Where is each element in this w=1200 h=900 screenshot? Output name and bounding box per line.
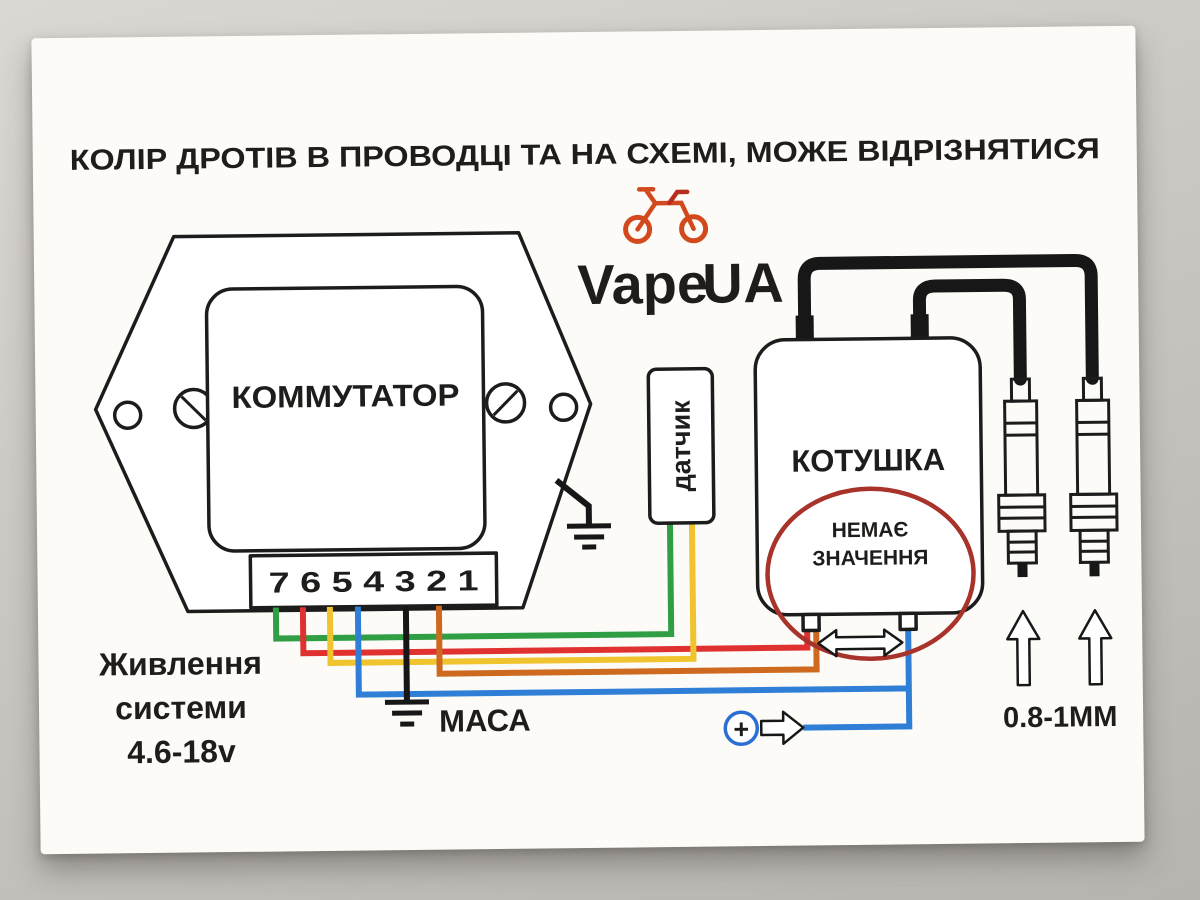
plus-arrow (759, 710, 805, 746)
sensor-label: датчик (666, 400, 697, 492)
wire-black-commutator (554, 478, 592, 525)
commutator-connector (248, 551, 499, 610)
coil-terminal-bottom-left (801, 612, 821, 633)
plus-symbol: + (733, 714, 749, 744)
wire-green (272, 523, 675, 642)
commutator-screw-right (484, 382, 527, 424)
ground-symbol-commutator (566, 523, 612, 550)
power-label-line1: Живлення (98, 645, 262, 683)
diagram-svg: КОЛІР ДРОТІВ В ПРОВОДЦІ ТА НА СХЕМІ, МОЖ… (70, 133, 1119, 770)
power-label-line2: системи (115, 689, 247, 726)
logo-motorcycle-icon (623, 186, 709, 244)
gap-arrow-left (1006, 609, 1041, 687)
commutator-pin-numbers: 7 6 5 4 3 2 1 (268, 565, 478, 599)
plus-terminal (723, 710, 760, 747)
commutator-screw-left (172, 387, 215, 430)
power-label-line3: 4.6-18v (127, 733, 236, 770)
gap-arrow-right (1078, 609, 1113, 686)
logo-a-text: A (743, 251, 784, 314)
note-line2: ЗНАЧЕННЯ (812, 546, 928, 570)
polarity-arrow (817, 628, 904, 658)
sensor-box (646, 366, 716, 525)
wire-blue (354, 606, 913, 731)
commutator-mount-hole-left (112, 400, 143, 430)
ground-label: МАСА (439, 703, 531, 739)
coil-terminal-bottom-right (898, 611, 918, 632)
coil-body (753, 336, 985, 617)
diagram-card: КОЛІР ДРОТІВ В ПРОВОДЦІ ТА НА СХЕМІ, МОЖ… (31, 25, 1145, 855)
note-line1: НЕМАЄ (832, 518, 909, 542)
highlight-ellipse (765, 486, 976, 662)
title-text: КОЛІР ДРОТІВ В ПРОВОДЦІ ТА НА СХЕМІ, МОЖ… (70, 133, 1100, 177)
wire-yellow (326, 522, 697, 666)
ground-symbol-main (384, 699, 429, 727)
coil-label: КОТУШКА (791, 442, 945, 479)
logo-u-text: U (702, 251, 743, 314)
ht-cable-left (797, 253, 1099, 385)
spark-plug-right (1069, 376, 1119, 577)
logo-brand-text: Vape (577, 252, 708, 316)
ht-cable-right (912, 278, 1027, 386)
spark-plug-left (997, 377, 1047, 578)
wire-orange (435, 605, 820, 677)
commutator-label: КОММУТАТОР (231, 377, 459, 415)
gap-label: 0.8-1MM (1003, 701, 1118, 734)
commutator-mount-hole-right (548, 392, 579, 423)
wire-black-ground (402, 606, 410, 701)
commutator-inner-box (204, 284, 487, 553)
